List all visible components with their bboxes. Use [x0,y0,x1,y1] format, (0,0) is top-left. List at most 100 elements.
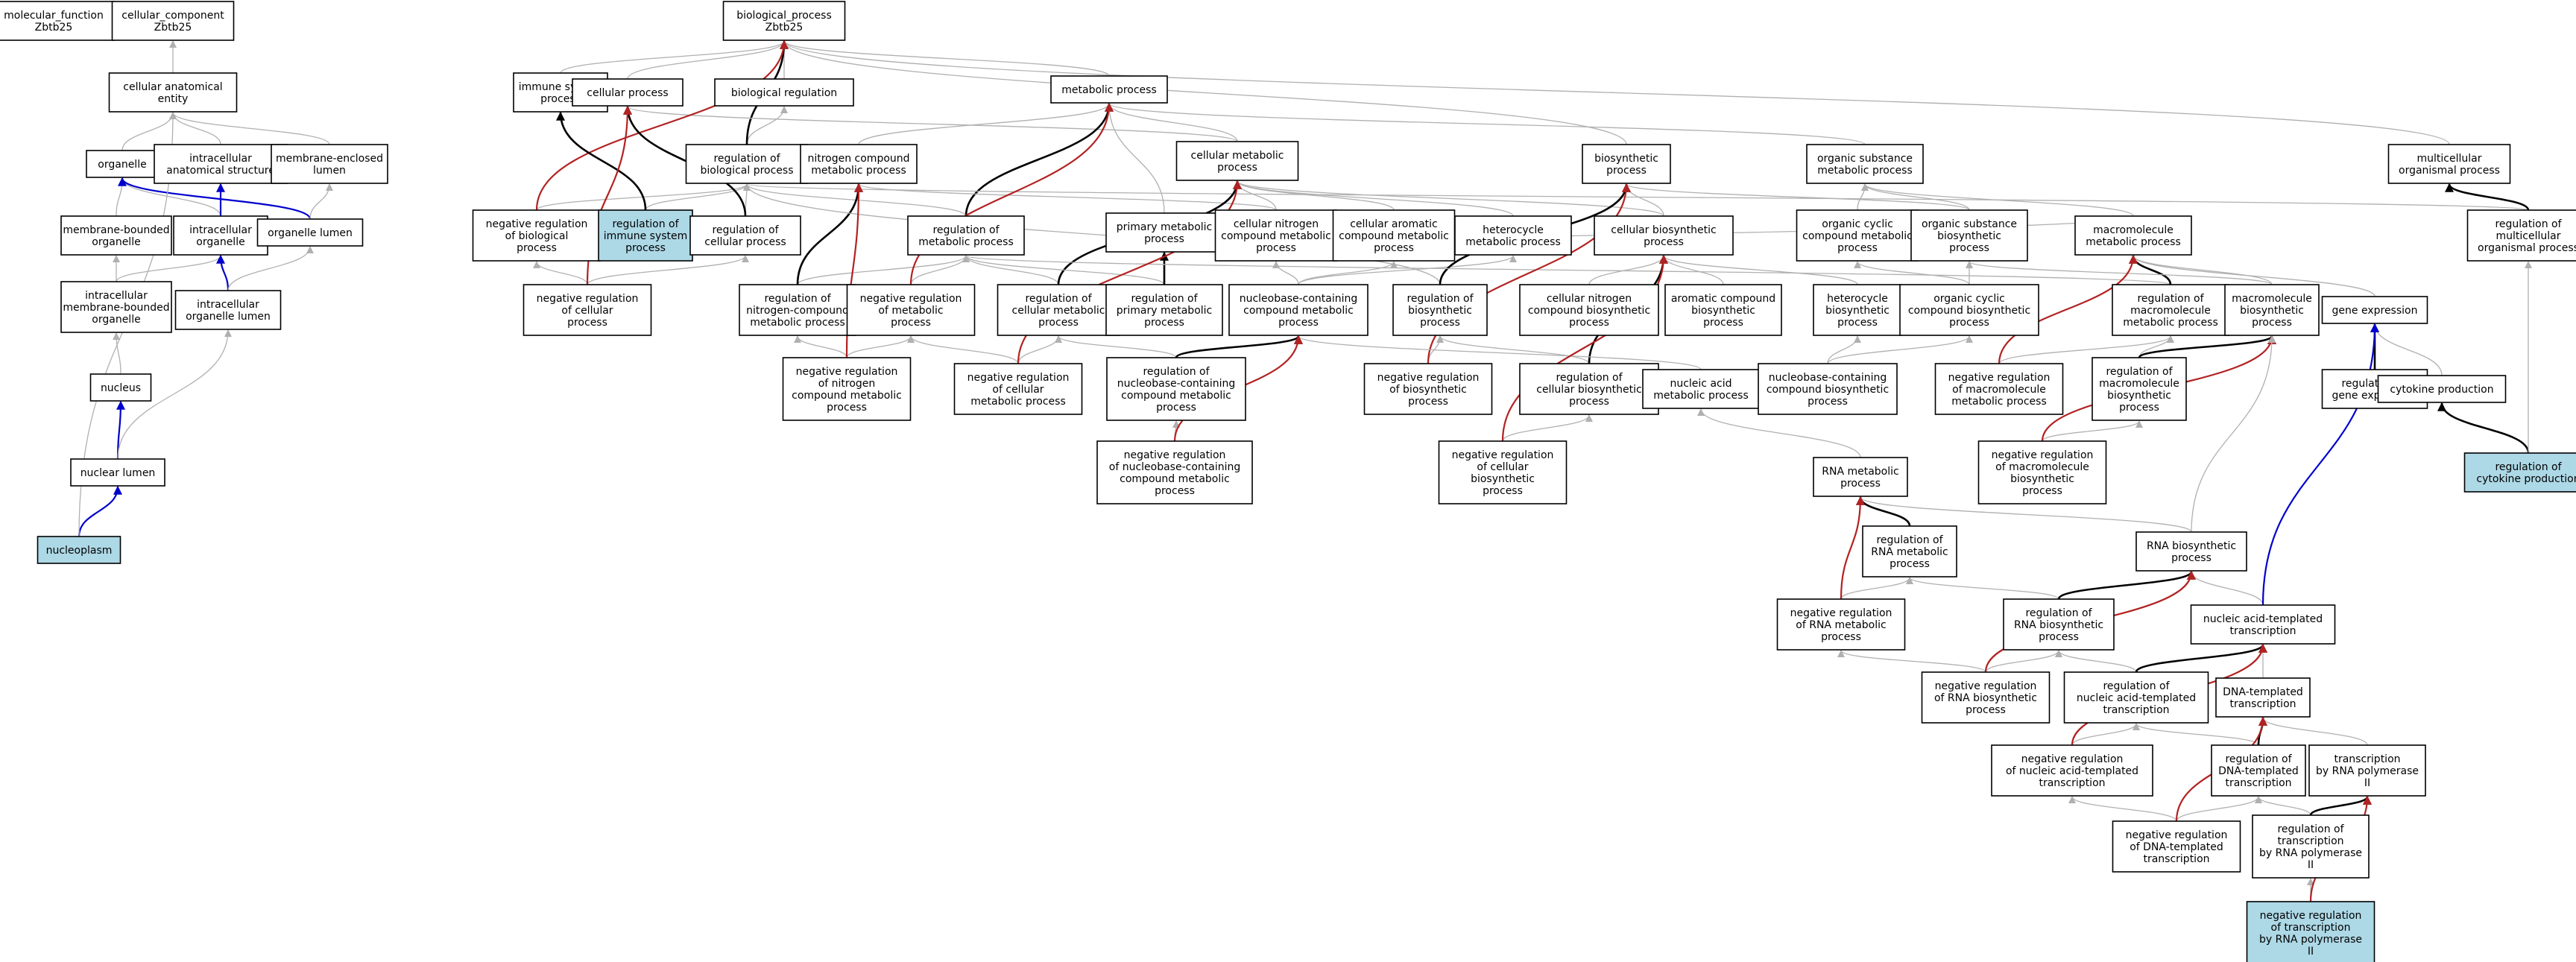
go-term-label-line: of transcription [2271,922,2351,934]
go-term-label-line: DNA-templated [2218,765,2299,777]
go-term-label-line: nucleobase-containing [1769,372,1887,384]
go-term-label-line: regulation of [2495,218,2562,230]
go-term-box [953,363,1083,415]
edge-is-a-mbo-to-org [116,177,126,217]
go-term-label-line: organelle [92,314,140,326]
go-term-box [111,1,235,41]
go-term-box [1758,363,1898,415]
go-term-label-line: regulation of [2225,753,2292,765]
edge-is-a-rmacmp-to-rmp [962,255,2171,285]
go-term-label-line: process [1966,704,2006,716]
edge-is-a-nbccbp-to-hbp [1827,335,1861,364]
go-term-label-line: of DNA-templated [2130,841,2223,853]
go-term-label-line: regulation of [1131,293,1198,305]
go-term-box [60,281,172,333]
go-term-box [1105,284,1223,336]
go-term-box [2063,671,2209,724]
go-term-box [2252,814,2370,879]
go-term-label-line: metabolic process [811,165,906,177]
go-term-box [37,536,121,564]
go-term-label-line: process [567,317,607,329]
go-term-box [1813,284,1902,336]
go-term-label-line: biosynthetic [1825,305,1890,317]
edge-is-a-cytp-to-ge [2371,323,2443,376]
go-term-label-line: of macromolecule [1995,461,2089,473]
go-term-label-line: transcription [2225,777,2291,789]
go-term-label-line: organic cyclic [1933,293,2005,305]
go-term-label-line: process [1038,317,1079,329]
go-term-box [1106,357,1246,421]
edge-is-a-rbp-to-breg [746,106,788,145]
go-term-label-line: by RNA polymerase [2259,934,2362,946]
go-term-box [2135,531,2247,572]
edge-is-a-cmp-to-mp [1105,103,1238,142]
go-term-label-line: regulation of [2495,461,2562,473]
go-term-label-line: process [1256,242,1296,254]
go-term-label: organelle [98,159,146,171]
go-term-label-line: metabolic process [918,236,1014,248]
go-term-label-line: aromatic compound [1671,293,1775,305]
go-term-box [1776,598,1906,651]
go-term-label-line: regulation of [2103,680,2170,692]
go-term-label-line: transcription [2229,625,2296,637]
go-term-node-nucleus: nucleus [89,373,152,402]
go-term-label-line: biosynthetic [1471,473,1535,485]
edge-is-a-nl-to-iol [117,329,232,460]
go-term-label-line: nucleic acid-templated [2203,613,2323,625]
go-term-label-line: intracellular [189,153,252,165]
edge-is-a-osmp-to-mp [1105,103,1866,145]
go-term-label-line: biosynthetic [1937,230,2001,242]
go-term-label-line: organelle lumen [186,311,271,323]
go-term-label-line: metabolic process [1061,84,1157,96]
go-term-box [1519,363,1659,415]
go-term-label-line: of biosynthetic [1389,384,1467,396]
go-term-label-line: nucleic acid-templated [2077,692,2196,704]
edge-is-a-mbsp-to-osbp [1966,261,2273,285]
go-term-label-line: cytokine production [2476,473,2576,485]
go-term-label-line: process [2252,317,2292,329]
go-term-label-line: cellular process [587,87,668,99]
go-term-label-line: of cellular [992,384,1044,396]
edge-regulates-rmcop-to-mcop [2445,183,2530,211]
go-term-label-line: biological process [701,165,794,177]
go-term-label-line: intracellular [189,224,252,236]
go-term-label-line: compound metabolic [1120,473,1230,485]
go-term-label-line: organelle lumen [268,227,353,239]
go-term-label-line: gene expression [2332,305,2418,317]
go-term-label-line: regulation of [2025,607,2092,619]
go-term-label-line: process [625,242,666,254]
edge-is-a-occbp-to-occmp [1854,261,1970,285]
go-term-label-line: organismal process [2478,242,2576,254]
edge-is-a-mp-to-bp [780,40,1110,77]
go-term-label-line: regulation of [1556,372,1623,384]
go-term-label-line: cellular aromatic [1350,218,1438,230]
go-term-label-line: negative regulation [796,366,898,378]
go-term-label-line: process [1840,478,1881,490]
